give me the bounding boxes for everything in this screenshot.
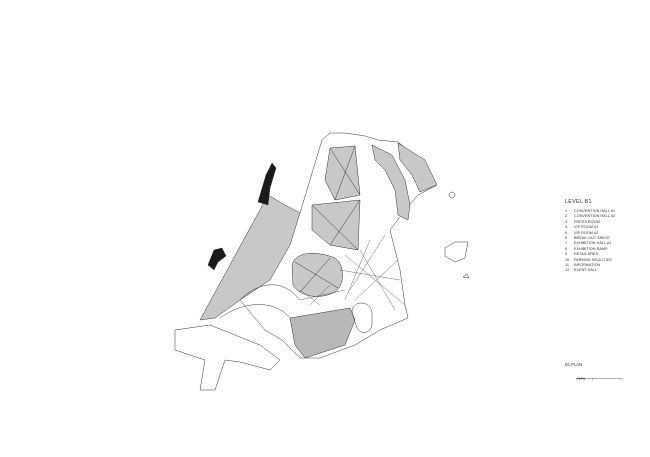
legend-label: PRESS ROOM [574,219,600,224]
legend-label: EXHIBITION HALL #1 [574,241,612,246]
legend-num: 4 [565,225,568,230]
legend-title: LEVEL B1 [565,199,592,205]
legend-label: EXHIBITION RAMP [574,246,608,251]
legend-item: 10 PARKING FACILITIES [565,258,650,263]
legend-num: 11 [565,263,569,268]
legend-label: EVENT HALL [574,268,598,273]
legend-label: VIP ROOM #1 [574,225,599,230]
legend-label: VIP ROOM #2 [574,230,599,235]
legend-label: RETAIL AREA [574,252,599,257]
legend-item: 8 EXHIBITION RAMP [565,247,650,252]
parking-facilities [289,307,356,359]
island-element [448,191,456,199]
legend-label: CONVENTION HALL #1 [574,209,616,213]
legend-item: 3 PRESS ROOM [565,220,650,225]
scale-bar-block: B1 PLAN [565,362,635,386]
legend: LEVEL B1 1 CONVENTION HALL #1 2 CONVENTION… [565,199,650,274]
legend-item: 11 INFORMATION [565,263,650,268]
plan-title: B1 PLAN [565,362,583,367]
curved-walkway-2 [219,304,291,319]
solid-block-upper [257,162,277,206]
legend-num: 12 [565,268,570,273]
legend-item: 7 EXHIBITION HALL #1 [565,241,650,246]
legend-item: 6 BREAK-OUT SPACE [565,236,650,241]
structural-grid [299,234,406,311]
legend-label: INFORMATION [574,263,601,268]
convention-hall-1 [324,145,361,201]
event-hall [397,142,438,193]
plaza-area [199,194,301,321]
legend-num: 10 [565,257,570,262]
site-outline [239,132,438,359]
legend-item: 9 RETAIL AREA [565,252,650,257]
convention-hall-2 [311,199,361,251]
legend-item: 12 EVENT HALL [565,268,650,273]
legend-num: 1 [565,209,568,213]
legend-item: 4 VIP ROOM #1 [565,225,650,230]
solid-block-lower [207,247,227,271]
legend-num: 6 [565,236,568,241]
legend-item: 1 CONVENTION HALL #1 [565,209,650,214]
legend-num: 9 [565,252,568,257]
legend-num: 5 [565,230,568,235]
legend-num: 7 [565,241,568,246]
legend-label: PARKING FACILITIES [574,257,612,262]
exhibition-ramp [371,144,411,221]
island-block [444,241,469,263]
island-small [462,273,470,279]
parking-ramp-loop [351,302,373,333]
legend-num: 8 [565,246,568,251]
legend-label: CONVENTION HALL #2 [574,214,616,219]
legend-num: 2 [565,214,568,219]
underground-connection [174,324,281,391]
curved-walkway [239,284,301,301]
scale-bar [576,377,623,381]
legend-item: 5 VIP ROOM #2 [565,231,650,236]
legend-label: BREAK-OUT SPACE [574,236,610,241]
exhibition-hall-oval [291,253,343,297]
legend-num: 3 [565,219,568,224]
legend-item: 2 CONVENTION HALL #2 [565,214,650,219]
